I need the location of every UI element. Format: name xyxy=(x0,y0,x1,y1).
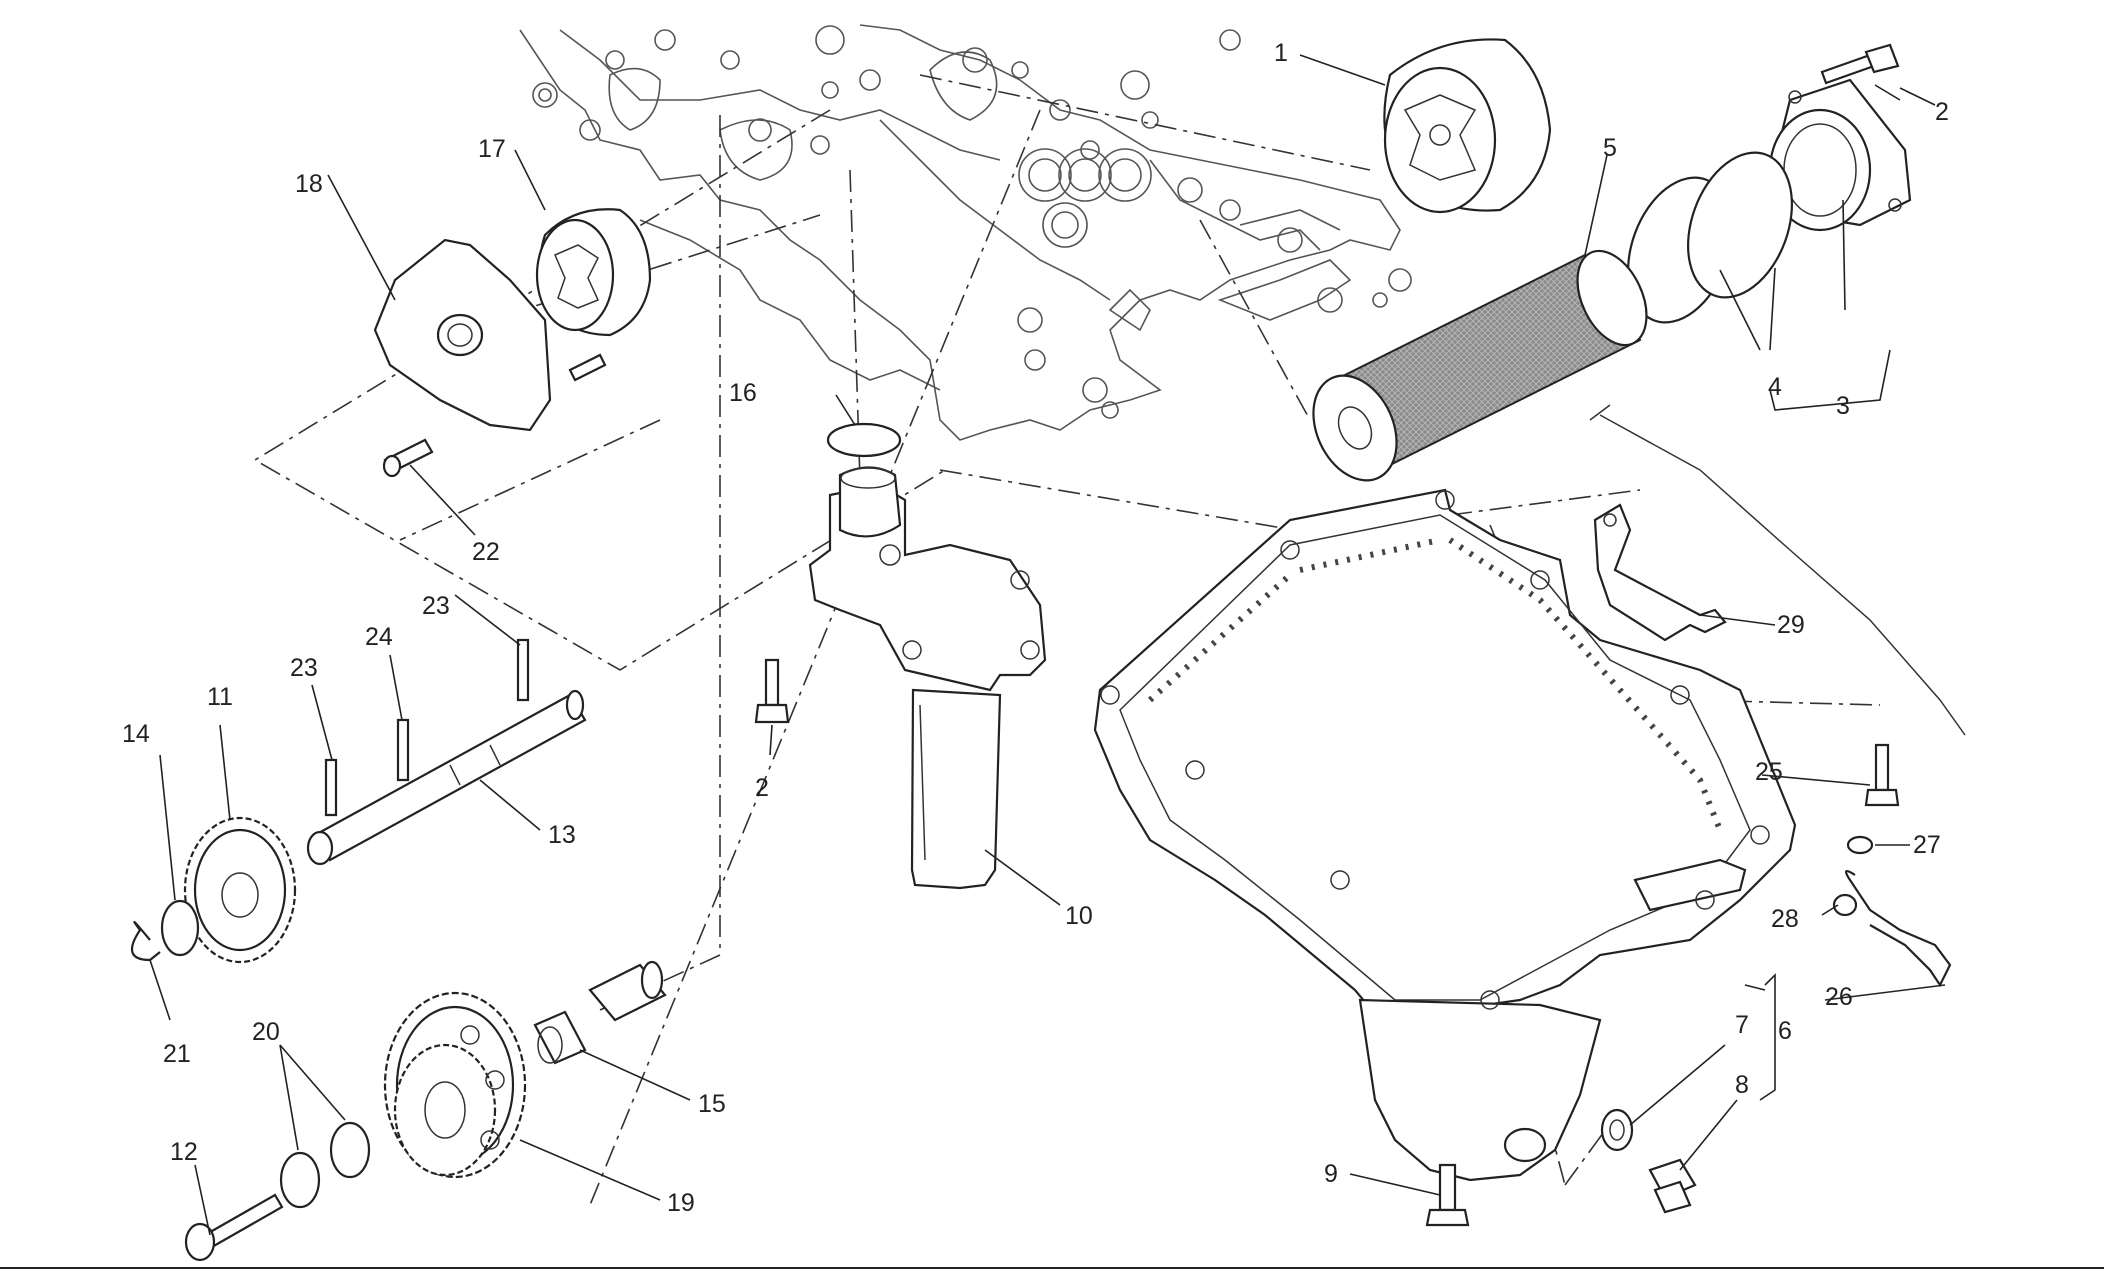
pump-cover-18 xyxy=(373,238,552,432)
washer-27 xyxy=(1846,835,1874,855)
label-14: 14 xyxy=(122,720,150,748)
washer-14 xyxy=(160,899,200,957)
o-ring-16 xyxy=(826,422,902,458)
label-29: 29 xyxy=(1777,611,1805,639)
washer-20b xyxy=(279,1151,321,1209)
label-2-middle: 2 xyxy=(755,774,769,802)
label-23-right: 23 xyxy=(422,592,450,620)
cable xyxy=(1599,414,1966,736)
label-20: 20 xyxy=(252,1018,280,1046)
label-3: 3 xyxy=(1836,392,1850,420)
needle-bearing-15 xyxy=(533,1010,587,1065)
oil-pickup-10 xyxy=(808,466,1047,890)
pump-rotor-17 xyxy=(535,208,652,337)
screw-9 xyxy=(1425,1163,1470,1227)
label-9: 9 xyxy=(1324,1160,1338,1188)
shaft-13 xyxy=(306,689,587,866)
circlip-21 xyxy=(130,920,161,962)
label-13: 13 xyxy=(548,821,576,849)
label-18: 18 xyxy=(295,170,323,198)
leader-lines xyxy=(149,54,1946,1236)
label-28: 28 xyxy=(1771,905,1799,933)
bracket-29 xyxy=(1593,503,1727,642)
label-12: 12 xyxy=(170,1138,198,1166)
reference-labels: 1 2 5 4 3 17 18 16 22 29 23 23 24 11 14 … xyxy=(122,39,1949,1217)
label-2-top: 2 xyxy=(1935,98,1949,126)
label-23-left: 23 xyxy=(290,654,318,682)
label-1: 1 xyxy=(1274,39,1288,67)
oil-filter-5 xyxy=(1312,249,1648,482)
bolt-12 xyxy=(184,1193,284,1262)
o-rings-4 xyxy=(1627,151,1793,324)
pin-23-right xyxy=(516,638,530,702)
label-17: 17 xyxy=(478,135,506,163)
screw-25 xyxy=(1864,743,1900,807)
bush xyxy=(588,960,667,1022)
gear-19 xyxy=(383,991,527,1179)
dowel-pin xyxy=(568,353,607,382)
nut-28 xyxy=(1832,893,1858,917)
wire-clip-26 xyxy=(1844,869,1952,988)
label-19: 19 xyxy=(667,1189,695,1217)
pump-rotor-1 xyxy=(1383,38,1552,214)
filter-cover-3 xyxy=(1768,78,1912,232)
label-11: 11 xyxy=(207,683,233,711)
screw-2-middle xyxy=(754,658,790,724)
label-4: 4 xyxy=(1768,373,1782,401)
label-25: 25 xyxy=(1755,758,1783,786)
screw-22 xyxy=(382,438,434,478)
crankcase-outline xyxy=(519,24,1412,441)
label-21: 21 xyxy=(163,1040,191,1068)
gear-11 xyxy=(183,816,297,964)
pin-23-left xyxy=(324,758,338,817)
label-16: 16 xyxy=(729,379,757,407)
label-5: 5 xyxy=(1603,134,1617,162)
label-7: 7 xyxy=(1735,1011,1749,1039)
label-22: 22 xyxy=(472,538,500,566)
label-26: 26 xyxy=(1825,983,1853,1011)
label-6: 6 xyxy=(1778,1017,1792,1045)
washer-20a xyxy=(329,1121,371,1179)
label-15: 15 xyxy=(698,1090,726,1118)
screw-2-top xyxy=(1820,43,1900,85)
drain-plug-8 xyxy=(1648,1158,1697,1214)
washer-7 xyxy=(1600,1108,1634,1152)
label-24: 24 xyxy=(365,623,393,651)
oil-sump-6 xyxy=(1093,488,1797,1182)
pin-24 xyxy=(396,718,410,782)
label-10: 10 xyxy=(1065,902,1093,930)
label-27: 27 xyxy=(1913,831,1941,859)
label-8: 8 xyxy=(1735,1071,1749,1099)
